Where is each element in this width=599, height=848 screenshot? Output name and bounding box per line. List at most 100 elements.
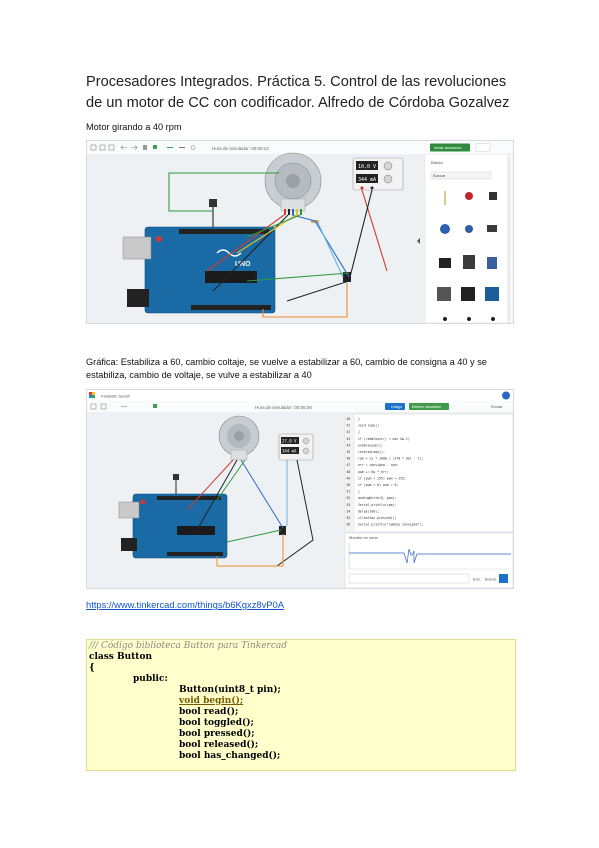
component-pir[interactable] xyxy=(463,255,475,269)
copy-icon-2[interactable] xyxy=(100,403,107,410)
redo-icon[interactable] xyxy=(131,145,138,150)
code-member: bool pressed(); xyxy=(179,729,255,739)
code-member: Button(uint8_t pin); xyxy=(179,685,281,695)
meter-current: 344 mA xyxy=(358,177,376,183)
app-header xyxy=(87,390,513,401)
toolbar xyxy=(87,141,513,154)
dc-motor-2[interactable] xyxy=(218,415,260,461)
component-sensor[interactable] xyxy=(487,257,497,269)
avatar[interactable] xyxy=(502,391,510,400)
panel-scrollbar[interactable] xyxy=(507,154,511,323)
editor-line: enableLoop(); xyxy=(358,443,383,447)
editor-line: reverseLoop(); xyxy=(358,450,385,454)
component-capacitor[interactable] xyxy=(465,225,473,233)
start-simulation-label: Iniciar simulación xyxy=(434,146,462,150)
editor-line-number: 41 xyxy=(347,424,351,428)
editor-line-number: 55 xyxy=(347,516,351,520)
editor-line: delay(100); xyxy=(358,509,379,513)
editor-line-number: 43 xyxy=(347,437,351,441)
undo-icon[interactable] xyxy=(120,145,127,150)
graph-toggle-button[interactable] xyxy=(499,574,508,583)
code-member: bool released(); xyxy=(179,740,259,750)
editor-line: if (pwm < 0) pwm = 0; xyxy=(358,483,398,487)
editor-line: analogWrite(6, pwm); xyxy=(358,496,396,500)
search-placeholder: Buscar xyxy=(433,173,446,178)
collapse-panel-icon[interactable] xyxy=(417,238,420,244)
copy-icon[interactable] xyxy=(99,144,106,151)
panel-dropdown[interactable]: Básico xyxy=(431,160,444,165)
code-member: void begin(); xyxy=(179,696,244,706)
power-supply[interactable]: 10,0 V 344 mA xyxy=(352,157,404,191)
wires-2 xyxy=(175,459,314,567)
editor-line: Serial.println("cambio consigna"); xyxy=(358,523,423,527)
power-supply-2[interactable]: 27,0 V 344 mA xyxy=(278,433,314,461)
clear-button[interactable]: Borrar xyxy=(485,577,497,582)
transistor[interactable] xyxy=(343,272,351,282)
arduino-board[interactable]: UNO xyxy=(122,226,276,314)
code-member: bool read(); xyxy=(179,707,239,717)
search-input[interactable] xyxy=(430,171,492,180)
editor-line-number: 53 xyxy=(347,503,351,507)
editor-line: } xyxy=(358,417,360,421)
caption-chart-description: Gráfica: Estabiliza a 60, cambio coltaje… xyxy=(86,357,487,380)
export-button[interactable] xyxy=(475,143,491,152)
transistor-2[interactable] xyxy=(279,526,286,535)
stop-simulation-button[interactable] xyxy=(409,403,449,410)
toolbar-icons xyxy=(90,144,196,151)
editor-line: if(button.pressed()) xyxy=(358,516,396,520)
color-picker-icon-2[interactable] xyxy=(153,404,157,408)
color-picker-icon[interactable] xyxy=(153,145,157,149)
code-member: bool has_changed(); xyxy=(179,751,281,761)
send-button[interactable]: Env. xyxy=(473,577,481,582)
component-battery[interactable] xyxy=(439,258,451,268)
component-arduino[interactable] xyxy=(485,287,499,301)
editor-line: err = consigna - rpm; xyxy=(358,463,398,467)
editor-line: void loop() xyxy=(358,424,379,428)
arduino-board-2[interactable] xyxy=(118,493,228,559)
share-button[interactable]: Enviar xyxy=(491,404,503,409)
code-button[interactable] xyxy=(385,403,405,410)
editor-line: rpm = cs * 1000 / (270 * del - t); xyxy=(358,457,423,461)
component-switch[interactable] xyxy=(487,225,497,232)
editor-line-number: 48 xyxy=(347,470,351,474)
meter-voltage-2: 27,0 V xyxy=(282,439,297,444)
circuit-canvas-1: Hora de simulador: 00:00:13 Iniciar simu… xyxy=(87,141,513,323)
editor-line: pwm += Kp * err; xyxy=(358,470,389,474)
tinkercad-screenshot-1: Hora de simulador: 00:00:13 Iniciar simu… xyxy=(86,140,514,324)
code-listing: /// Código biblioteca Button para Tinker… xyxy=(86,639,516,771)
paste-icon[interactable] xyxy=(108,144,115,151)
pushbutton-2[interactable] xyxy=(173,474,179,480)
document-title: Procesadores Integrados. Práctica 5. Con… xyxy=(86,74,510,111)
editor-line: if (readCount() > min && t) xyxy=(358,437,410,441)
editor-line-number: 56 xyxy=(347,523,351,527)
toolbar-icons-2 xyxy=(90,403,157,410)
editor-line: { xyxy=(358,430,360,434)
code-class-line: class Button xyxy=(89,652,153,662)
dc-motor[interactable] xyxy=(264,152,322,215)
meter-voltage: 10,0 V xyxy=(358,164,376,170)
new-icon-2[interactable] xyxy=(90,403,97,410)
editor-line-number: 46 xyxy=(347,457,351,461)
component-potentiometer[interactable] xyxy=(440,224,450,234)
editor-line: if (pwm > 255) pwm = 255; xyxy=(358,476,406,480)
component-microbit[interactable] xyxy=(461,287,475,301)
tinkercad-logo xyxy=(89,392,95,398)
editor-line-number: 47 xyxy=(347,463,351,467)
board-label: UNO xyxy=(235,261,251,268)
editor-line-number: 54 xyxy=(347,509,351,513)
editor-line-number: 45 xyxy=(347,450,351,454)
editor-line-number: 49 xyxy=(347,476,351,480)
serial-input[interactable] xyxy=(348,573,470,584)
code-editor[interactable] xyxy=(344,413,513,533)
new-icon[interactable] xyxy=(90,144,97,151)
toolbar-2 xyxy=(87,401,513,412)
code-public-label: public: xyxy=(133,674,168,684)
pushbutton[interactable] xyxy=(209,199,217,207)
component-grid xyxy=(437,191,499,321)
start-simulation-button[interactable] xyxy=(430,143,470,152)
tinkercad-link[interactable]: https://www.tinkercad.com/things/b6Kgxz8… xyxy=(86,599,285,610)
component-lcd[interactable] xyxy=(437,287,451,301)
rotate-icon[interactable] xyxy=(190,145,196,150)
delete-icon[interactable] xyxy=(143,145,147,150)
